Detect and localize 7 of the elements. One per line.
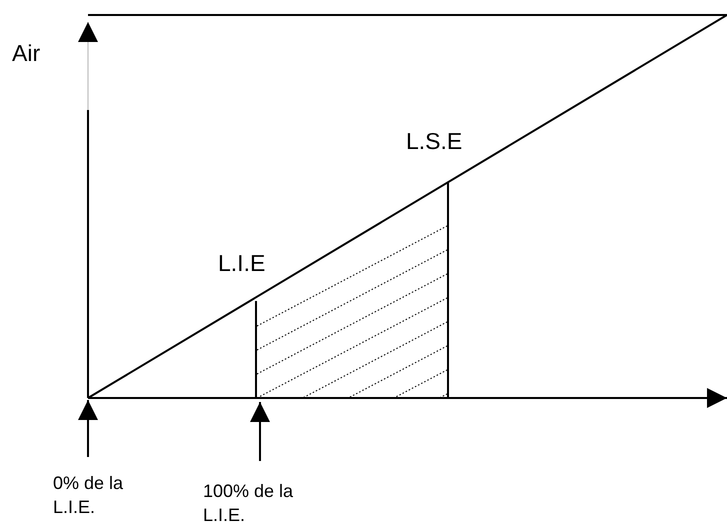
axis-label: Air	[12, 42, 40, 65]
node-text: 100% de la L.I.E.	[203, 479, 303, 527]
point-label: L.S.E	[406, 130, 462, 153]
arrow	[78, 400, 98, 457]
node-text: 0% de la L.I.E.	[53, 471, 133, 519]
point-label: L.I.E	[218, 252, 266, 275]
arrow	[250, 402, 270, 461]
